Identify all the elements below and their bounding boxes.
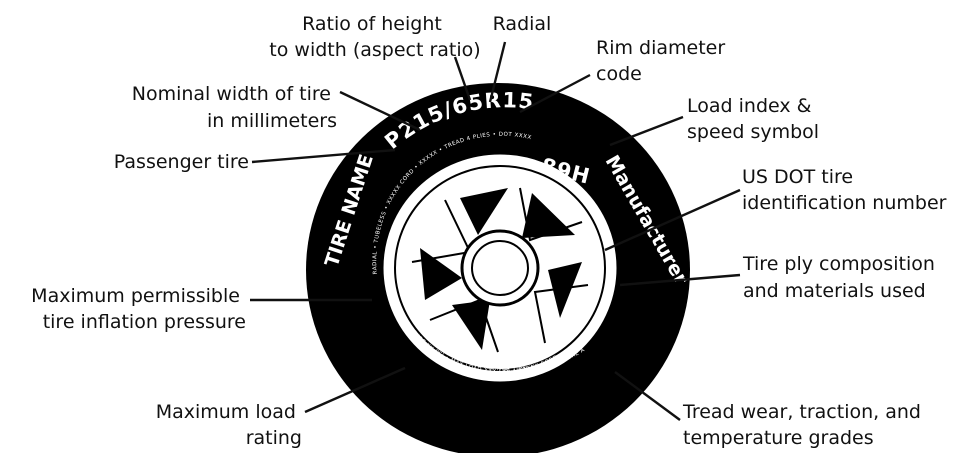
label-passenger: Passenger tire — [114, 151, 249, 173]
label-rim-diameter: Rim diameter code — [596, 37, 731, 85]
label-aspect-ratio: Ratio of height to width (aspect ratio) — [269, 13, 480, 61]
label-radial: Radial — [493, 13, 552, 35]
label-dot: US DOT tire identification number — [742, 166, 947, 214]
label-load-speed: Load index & speed symbol — [687, 95, 819, 143]
label-max-load: Maximum load rating — [156, 401, 302, 449]
label-nominal-width: Nominal width of tire in millimeters — [132, 83, 337, 132]
label-inflation: Maximum permissible tire inflation press… — [31, 285, 246, 333]
wheel-hub-cap — [472, 241, 528, 295]
label-tread: Tread wear, traction, and temperature gr… — [682, 401, 927, 449]
label-ply: Tire ply composition and materials used — [742, 253, 941, 302]
